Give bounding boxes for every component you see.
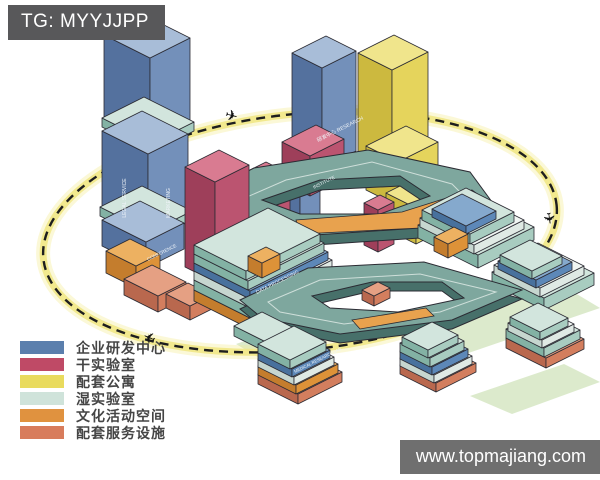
legend-item-service-facility: 配套服务设施 bbox=[20, 425, 166, 441]
website-watermark: www.topmajiang.com bbox=[399, 440, 600, 474]
culture-block bbox=[247, 246, 281, 279]
front-buildings bbox=[233, 302, 585, 405]
legend-label: 配套公寓 bbox=[76, 373, 136, 390]
legend-label: 企业研发中心 bbox=[76, 339, 166, 356]
culture-block bbox=[433, 226, 469, 259]
legend-label: 湿实验室 bbox=[76, 390, 136, 407]
legend: 企业研发中心 干实验室 配套公寓 湿实验室 文化活动空间 配套服务设施 bbox=[20, 340, 166, 443]
legend-swatch-blue bbox=[20, 341, 64, 354]
airplane-icon: ✈ bbox=[141, 327, 159, 348]
legend-swatch-salmon bbox=[20, 426, 64, 439]
legend-item-culture-space: 文化活动空间 bbox=[20, 408, 166, 424]
label-legal-service: LEGAL SERVICE bbox=[122, 178, 128, 218]
airplane-icon: ✈ bbox=[539, 211, 558, 226]
legend-swatch-crimson bbox=[20, 358, 64, 371]
airplane-icon: ✈ bbox=[223, 106, 240, 126]
wet-lab-slab bbox=[257, 325, 327, 370]
source-tag-badge: TG: MYYJJPP bbox=[8, 5, 165, 40]
legend-swatch-pale-teal bbox=[20, 392, 64, 405]
legend-item-apartment: 配套公寓 bbox=[20, 374, 166, 390]
service-block bbox=[361, 281, 391, 307]
label-band bbox=[431, 193, 497, 235]
wet-lab-slab bbox=[499, 239, 563, 280]
wet-lab-slab bbox=[401, 321, 459, 359]
legend-swatch-yellow bbox=[20, 375, 64, 388]
label-marketing: MARKETING bbox=[166, 188, 172, 218]
legend-label: 干实验室 bbox=[76, 356, 136, 373]
legend-swatch-orange bbox=[20, 409, 64, 422]
legend-label: 配套服务设施 bbox=[76, 424, 166, 441]
lower-ring-platform bbox=[239, 261, 524, 344]
legend-item-rd-center: 企业研发中心 bbox=[20, 340, 166, 356]
legend-item-dry-lab: 干实验室 bbox=[20, 357, 166, 373]
legend-item-wet-lab: 湿实验室 bbox=[20, 391, 166, 407]
legend-label: 文化活动空间 bbox=[76, 407, 166, 424]
wet-lab-slab bbox=[509, 302, 569, 341]
